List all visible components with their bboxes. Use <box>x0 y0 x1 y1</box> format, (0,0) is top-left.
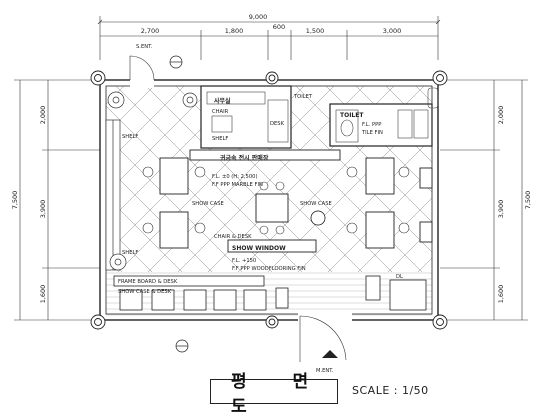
main-entry-label: M.ENT. <box>316 368 334 374</box>
dim-right-total: 7,500 <box>524 191 532 210</box>
dim-left-1: 2,000 <box>39 106 47 125</box>
frame-board-label: FRAME BOARD & DESK <box>118 279 178 285</box>
office-room <box>200 85 292 149</box>
spot-note-label: DL <box>396 274 403 280</box>
dim-right-1: 2,000 <box>497 106 505 125</box>
toilet-room <box>329 87 439 147</box>
display-cases <box>159 149 433 253</box>
office-desk-label: DESK <box>270 121 285 127</box>
wood-level-line2: F.F PPP WOODFLOORING FIN <box>232 266 306 272</box>
toilet-level-label: F.L. PPP <box>362 122 381 128</box>
top-dimensions <box>97 16 441 60</box>
dim-top-3: 600 <box>273 23 285 31</box>
toilet-note-label: TOILET <box>293 94 313 100</box>
left-dimensions <box>14 79 100 321</box>
main-entry-gap <box>298 310 352 322</box>
office-chair-label: CHAIR <box>212 109 229 115</box>
left-shelf-top-label: SHELF <box>122 134 138 140</box>
right-dimensions <box>440 79 528 321</box>
toilet-label: TOILET <box>340 112 364 119</box>
floor-level-line1: F.L. ±0 (H: 2,500) <box>212 174 257 180</box>
dim-left-2: 3,900 <box>39 200 47 219</box>
toilet-finish-label: TILE FIN <box>361 130 383 136</box>
side-entry-gap <box>130 76 154 88</box>
store-sign-label: 귀금속 전시 판매장 <box>220 154 269 162</box>
show-case-left-label: SHOW CASE <box>192 201 224 207</box>
dim-top-1: 2,700 <box>141 27 160 35</box>
lower-show-case-label: SHOW CASE & DESK <box>118 289 172 295</box>
left-shelf-bottom-label: SHELF <box>122 250 138 256</box>
floor-level-line2: F.F PPP MARBLE FIN <box>212 182 263 188</box>
dim-left-3: 1,600 <box>39 285 47 304</box>
office-label: 사무실 <box>214 97 231 105</box>
dim-top-5: 3,000 <box>383 27 402 35</box>
show-case-right-label: SHOW CASE <box>300 201 332 207</box>
dim-top-2: 1,800 <box>225 27 244 35</box>
corner-columns <box>90 70 448 330</box>
dim-top-4: 1,500 <box>306 27 325 35</box>
drawing-title: 평 면 도 <box>210 372 338 417</box>
drawing-scale: SCALE : 1/50 <box>352 384 429 397</box>
left-shelving <box>105 91 198 271</box>
main-entry-arrow-icon <box>322 350 338 358</box>
dim-right-2: 3,900 <box>497 200 505 219</box>
show-window-label: SHOW WINDOW <box>232 245 286 252</box>
chair-desk-label: CHAIR & DESK <box>214 234 252 240</box>
display-stools <box>142 166 410 235</box>
side-entry-label: S.ENT. <box>136 44 153 50</box>
dim-left-total: 7,500 <box>11 191 19 210</box>
wood-level-line1: F.L. +150 <box>232 258 256 264</box>
section-markers <box>169 55 326 353</box>
dim-right-3: 1,600 <box>497 285 505 304</box>
side-entry-door-swing <box>129 55 155 81</box>
office-shelf-label: SHELF <box>212 136 228 142</box>
lower-display-row <box>113 275 427 311</box>
main-entry-door-swing <box>299 315 347 362</box>
overall-width-label: 9,000 <box>249 13 268 21</box>
